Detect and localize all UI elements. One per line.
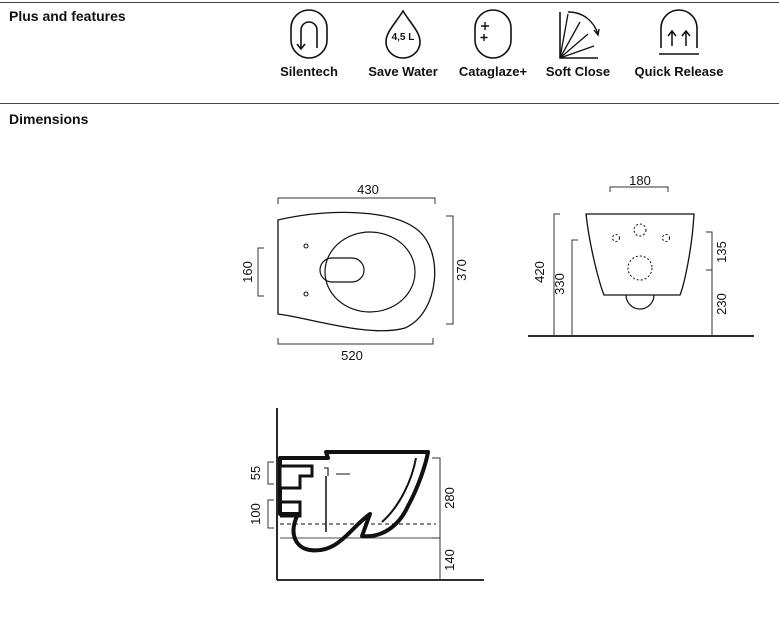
feature-save-water: 4,5 L Save Water <box>358 8 448 79</box>
feature-label: Silentech <box>280 64 338 79</box>
front-lower-label: 230 <box>714 293 729 315</box>
cataglaze-icon <box>448 8 538 60</box>
feature-soft-close: Soft Close <box>533 8 623 79</box>
top-width-label: 430 <box>357 182 379 197</box>
top-divider <box>0 2 779 3</box>
side-a-label: 55 <box>248 466 263 480</box>
feature-label: Cataglaze+ <box>458 64 528 79</box>
front-view-drawing: 180 420 330 135 230 <box>528 173 754 337</box>
water-drop-icon: 4,5 L <box>358 8 448 60</box>
dimensions-title: Dimensions <box>9 111 89 127</box>
feature-quick-release: Quick Release <box>634 8 724 79</box>
feature-label: Quick Release <box>634 64 724 79</box>
front-total-label: 420 <box>532 261 547 283</box>
plus-features-title: Plus and features <box>9 8 126 24</box>
water-amount-text: 4,5 L <box>392 32 415 43</box>
feature-cataglaze: Cataglaze+ <box>448 8 538 79</box>
side-view-drawing: 55 100 280 140 <box>248 408 484 581</box>
front-width-label: 180 <box>629 173 651 188</box>
side-c-label: 280 <box>442 487 457 509</box>
side-d-label: 140 <box>442 549 457 571</box>
section-divider <box>0 103 779 104</box>
front-fix-label: 330 <box>552 273 567 295</box>
feature-silentech: Silentech <box>264 8 354 79</box>
front-upper-label: 135 <box>714 241 729 263</box>
top-view-drawing: 430 160 370 520 <box>240 182 469 363</box>
quick-release-icon <box>634 8 724 60</box>
top-length-label: 520 <box>341 348 363 363</box>
top-height-label: 370 <box>454 259 469 281</box>
feature-label: Save Water <box>368 64 438 79</box>
side-b-label: 100 <box>248 503 263 525</box>
silentech-icon <box>264 8 354 60</box>
feature-label: Soft Close <box>545 64 611 79</box>
soft-close-icon <box>533 8 623 60</box>
top-inner-label: 160 <box>240 261 255 283</box>
